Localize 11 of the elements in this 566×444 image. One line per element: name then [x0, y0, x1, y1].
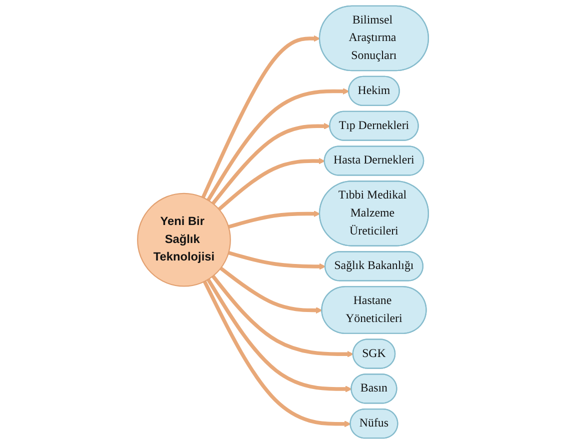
node-circle: Yeni Bir Sağlık Teknolojisi — [137, 192, 231, 287]
arrow — [206, 88, 350, 202]
arrow — [201, 35, 320, 198]
arrow — [211, 122, 330, 205]
arrow — [211, 274, 354, 358]
arrow — [206, 278, 352, 392]
arrow — [228, 210, 320, 229]
arrow — [228, 250, 326, 270]
arrow — [218, 158, 326, 211]
arrow — [220, 266, 322, 314]
arrow — [202, 280, 351, 428]
